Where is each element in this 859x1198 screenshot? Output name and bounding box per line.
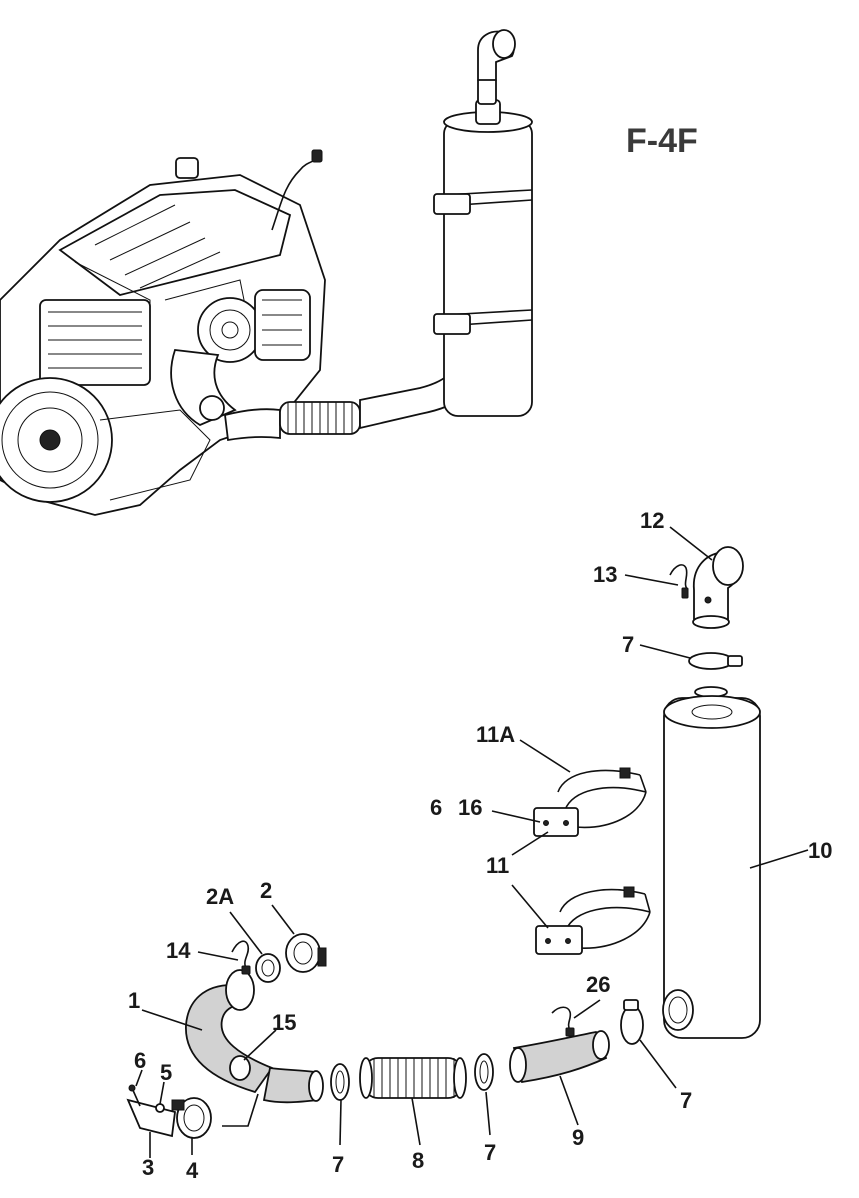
callout-16: 16	[458, 795, 482, 820]
part-26-sensor	[551, 1006, 575, 1037]
part-7-clamp-upper	[688, 652, 743, 698]
callout-6-lower: 6	[134, 1048, 146, 1073]
callout-8: 8	[412, 1148, 424, 1173]
callout-11: 11	[486, 853, 509, 878]
part-11A-band	[533, 767, 647, 837]
callout-5: 5	[160, 1060, 172, 1085]
part-2-flange-clamp	[285, 933, 327, 973]
part-13-sensor	[669, 564, 689, 599]
part-5-washer	[155, 1103, 165, 1113]
callout-2: 2	[260, 878, 272, 903]
callout-12: 12	[640, 508, 664, 533]
callout-1: 1	[128, 988, 140, 1013]
part-11-band	[535, 886, 651, 955]
callout-7-mid-right: 7	[484, 1140, 496, 1165]
part-7-clamp-mid-left	[330, 1063, 350, 1101]
callout-7-right: 7	[680, 1088, 692, 1113]
part-1-exhaust-elbow	[185, 969, 324, 1104]
callout-11A: 11A	[476, 722, 515, 747]
callout-4: 4	[186, 1158, 199, 1183]
callout-7-mid-left: 7	[332, 1152, 344, 1177]
part-6-bolt-lower	[128, 1084, 141, 1107]
callout-14: 14	[166, 938, 191, 963]
engine-illustration	[0, 149, 326, 516]
leader-lines	[135, 526, 809, 1158]
callout-7-upper: 7	[622, 632, 634, 657]
part-2A-gasket	[255, 953, 281, 983]
part-12-elbow	[692, 546, 744, 629]
callout-9: 9	[572, 1125, 584, 1150]
part-14-sensor	[231, 940, 251, 975]
part-4-band-clamp	[171, 1097, 212, 1139]
callout-2A: 2A	[206, 884, 234, 909]
assembled-muffler	[433, 29, 533, 417]
callout-13: 13	[593, 562, 617, 587]
assembled-view	[0, 29, 533, 516]
part-7-clamp-right	[620, 999, 644, 1045]
callout-labels: 12 13 7 11A 6 16 11 10 26 7 9 7 8 7 2A 2…	[128, 508, 832, 1183]
part-8-flex-pipe	[359, 1057, 467, 1099]
callout-3: 3	[142, 1155, 154, 1180]
exploded-view: 12 13 7 11A 6 16 11 10 26 7 9 7 8 7 2A 2…	[126, 508, 832, 1183]
callout-26: 26	[586, 972, 610, 997]
callout-15: 15	[272, 1010, 296, 1035]
part-9-pipe-bend	[509, 1030, 610, 1084]
callout-10: 10	[808, 838, 832, 863]
figure-id-label: F-4F	[626, 122, 698, 160]
part-7-clamp-mid-right	[474, 1053, 494, 1091]
part-3-bracket	[126, 1098, 176, 1138]
part-10-muffler	[662, 695, 761, 1039]
callout-6-upper: 6	[430, 795, 442, 820]
